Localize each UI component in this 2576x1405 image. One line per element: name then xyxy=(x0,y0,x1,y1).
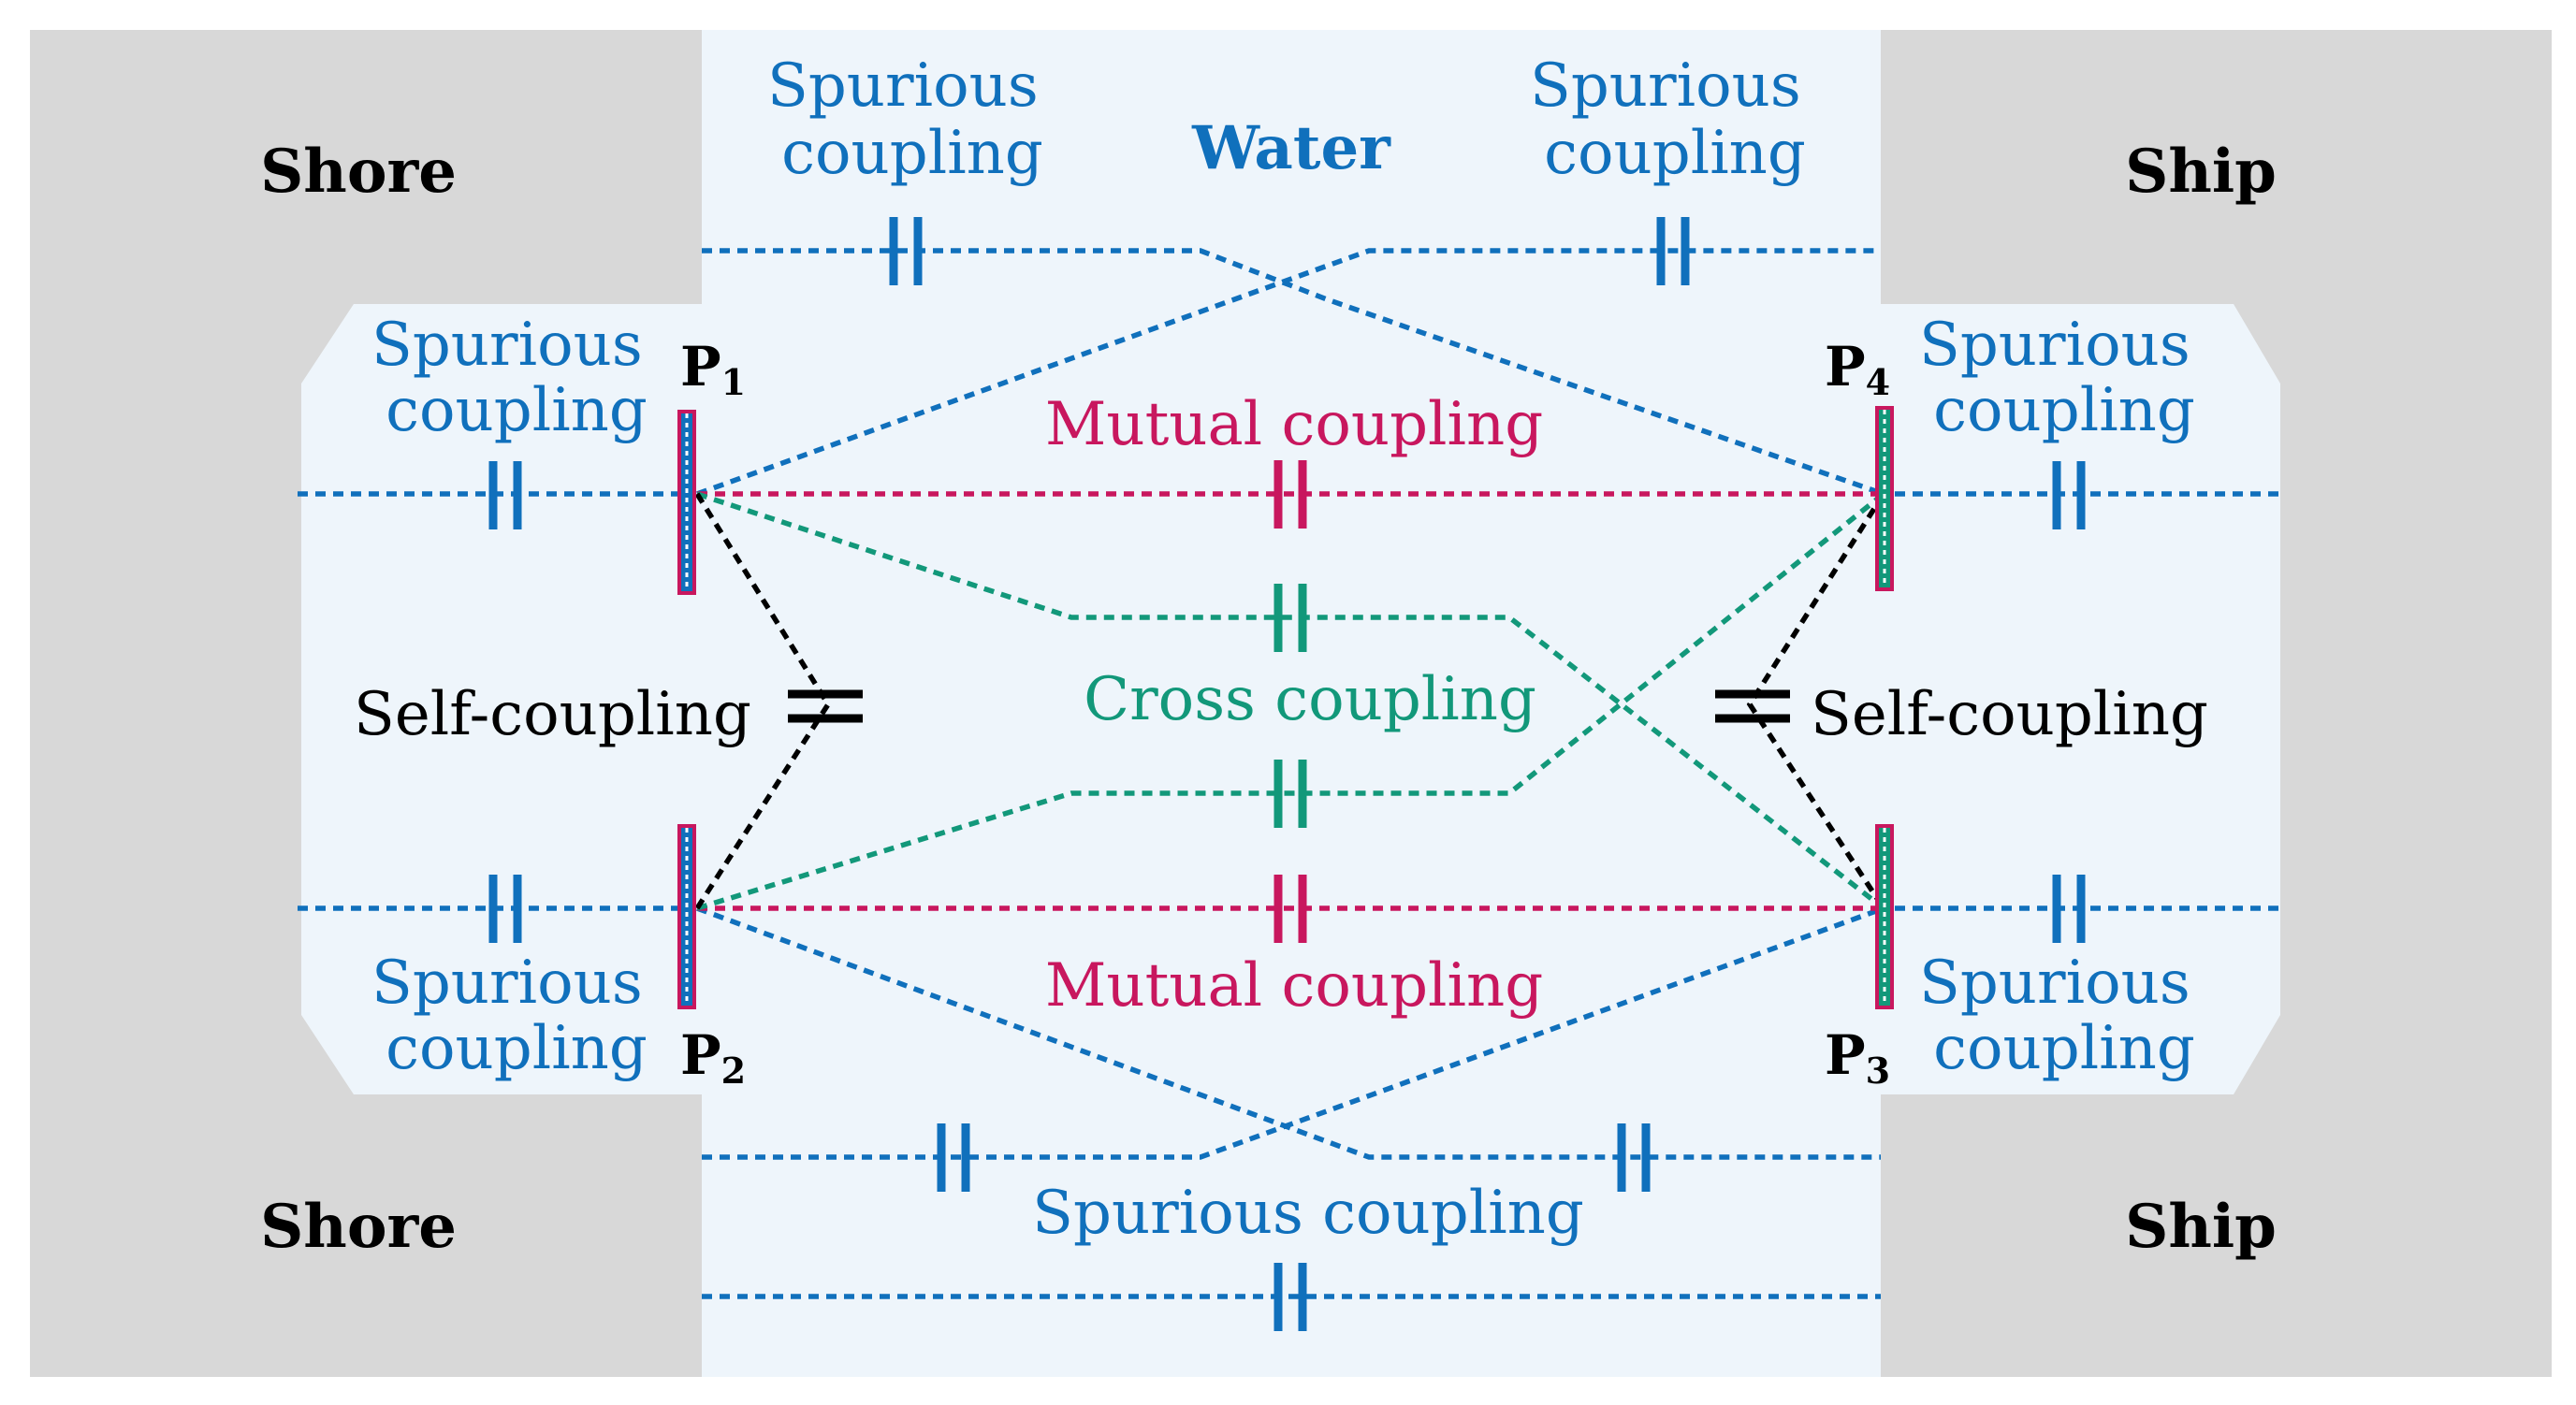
capacitor-mutual-bottom xyxy=(1273,875,1307,943)
cross-coupling-lines xyxy=(696,491,1885,911)
top-water-line-left xyxy=(702,248,1885,497)
mutual-label-top: Mutual coupling xyxy=(1045,390,1543,459)
capacitor-p1-shore xyxy=(488,461,522,529)
capacitor-self-left xyxy=(788,689,863,723)
ship-label-top: Ship xyxy=(2125,137,2277,207)
cross-line-p1-p3 xyxy=(696,491,1885,911)
shore-label-top: Shore xyxy=(260,137,457,207)
spurious-label-p2: Spurious coupling xyxy=(371,949,662,1083)
pad-label-p4: P4 xyxy=(1825,335,1890,403)
self-coupling-lines xyxy=(694,492,1886,910)
spurious-label-p4: Spurious coupling xyxy=(1919,311,2209,445)
mutual-coupling-lines xyxy=(697,491,1884,911)
pad-p3 xyxy=(1875,824,1894,1009)
cross-label: Cross coupling xyxy=(1084,665,1536,734)
water-label: Water xyxy=(1191,113,1391,183)
cross-line-p2-p4 xyxy=(696,491,1885,911)
pad-p2 xyxy=(677,824,696,1009)
self-label-right: Self-coupling xyxy=(1811,680,2208,749)
pad-label-p3: P3 xyxy=(1825,1023,1890,1092)
water-region xyxy=(301,30,2280,1377)
capacitor-p3-ship xyxy=(2052,875,2086,943)
top-water-line-right xyxy=(696,248,1881,497)
capacitor-top-left xyxy=(889,217,923,285)
pad-label-p1: P1 xyxy=(680,335,746,403)
capacitor-self-right xyxy=(1715,689,1790,723)
shore-label-bottom: Shore xyxy=(260,1192,457,1262)
self-label-left: Self-coupling xyxy=(354,680,751,749)
pad-p4 xyxy=(1875,406,1894,591)
text-labels: Shore Shore Ship Ship Water P1 P4 P2 P3 … xyxy=(260,51,2277,1262)
capacitor-top-right xyxy=(1656,217,1690,285)
spurious-label-bottom: Spurious coupling xyxy=(1032,1179,1584,1248)
pads xyxy=(677,406,1894,1009)
capacitor-mutual-top xyxy=(1273,460,1307,529)
capacitor-cross-bottom xyxy=(1273,760,1307,828)
self-line-left xyxy=(694,492,832,910)
pad-label-p2: P2 xyxy=(680,1023,746,1092)
capacitor-p4-ship xyxy=(2052,461,2086,529)
ship-label-bottom: Ship xyxy=(2125,1192,2277,1262)
spurious-label-top-left: Spurious coupling xyxy=(767,51,1057,188)
spurious-coupling-lines xyxy=(298,248,2280,1299)
mutual-label-bottom: Mutual coupling xyxy=(1045,951,1543,1021)
spurious-label-p3: Spurious coupling xyxy=(1919,949,2209,1083)
spurious-label-top-right: Spurious coupling xyxy=(1530,51,1820,188)
capacitor-symbols xyxy=(488,217,2086,1331)
capacitor-bottom-water xyxy=(1273,1263,1307,1331)
spurious-label-p1: Spurious coupling xyxy=(371,311,662,445)
capacitor-cross-top xyxy=(1273,584,1307,652)
capacitor-bottom-left xyxy=(937,1123,970,1192)
bottom-water-line-left xyxy=(702,905,1885,1160)
capacitor-p2-shore xyxy=(488,875,522,943)
capacitor-bottom-right xyxy=(1617,1123,1651,1192)
self-line-right xyxy=(1746,492,1886,910)
bottom-water-line-right xyxy=(696,905,1881,1160)
pad-p1 xyxy=(677,410,696,595)
